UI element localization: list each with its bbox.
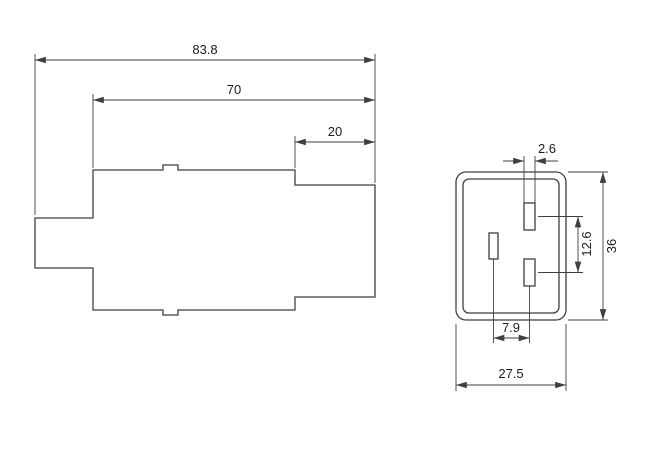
dim-slot-offset: 7.9: [493, 259, 530, 343]
dimension-text-width: 27.5: [498, 366, 523, 381]
side-view-outline: [34, 164, 376, 316]
dim-front-length: 20: [294, 124, 375, 168]
dim-height: 36: [568, 171, 619, 321]
dimension-text-slot-width: 2.6: [538, 141, 556, 156]
dim-width: 27.5: [455, 324, 567, 391]
pin-slot-top-right: [523, 202, 536, 231]
side-view: 83.8 70 20: [34, 42, 376, 316]
dim-slot-width: 2.6: [503, 141, 558, 203]
front-view-inner-body: [462, 178, 560, 314]
dimension-text-right-slot-pitch: 12.6: [579, 231, 594, 256]
dimension-text-slot-offset: 7.9: [502, 320, 520, 335]
dimension-text-front-length: 20: [328, 124, 342, 139]
dimension-text-overall-length: 83.8: [192, 42, 217, 57]
pin-slot-left: [488, 232, 499, 260]
front-view-outer-body: [455, 171, 567, 321]
dim-right-slot-pitch: 12.6: [538, 216, 594, 273]
pin-slot-bottom-right: [523, 258, 536, 287]
dim-overall-length: 83.8: [34, 42, 376, 215]
dimension-text-body-length: 70: [227, 82, 241, 97]
dimension-text-height: 36: [604, 239, 619, 253]
dim-body-length: 70: [92, 82, 375, 168]
front-view: 2.6 12.6 36 7.9: [455, 141, 619, 391]
